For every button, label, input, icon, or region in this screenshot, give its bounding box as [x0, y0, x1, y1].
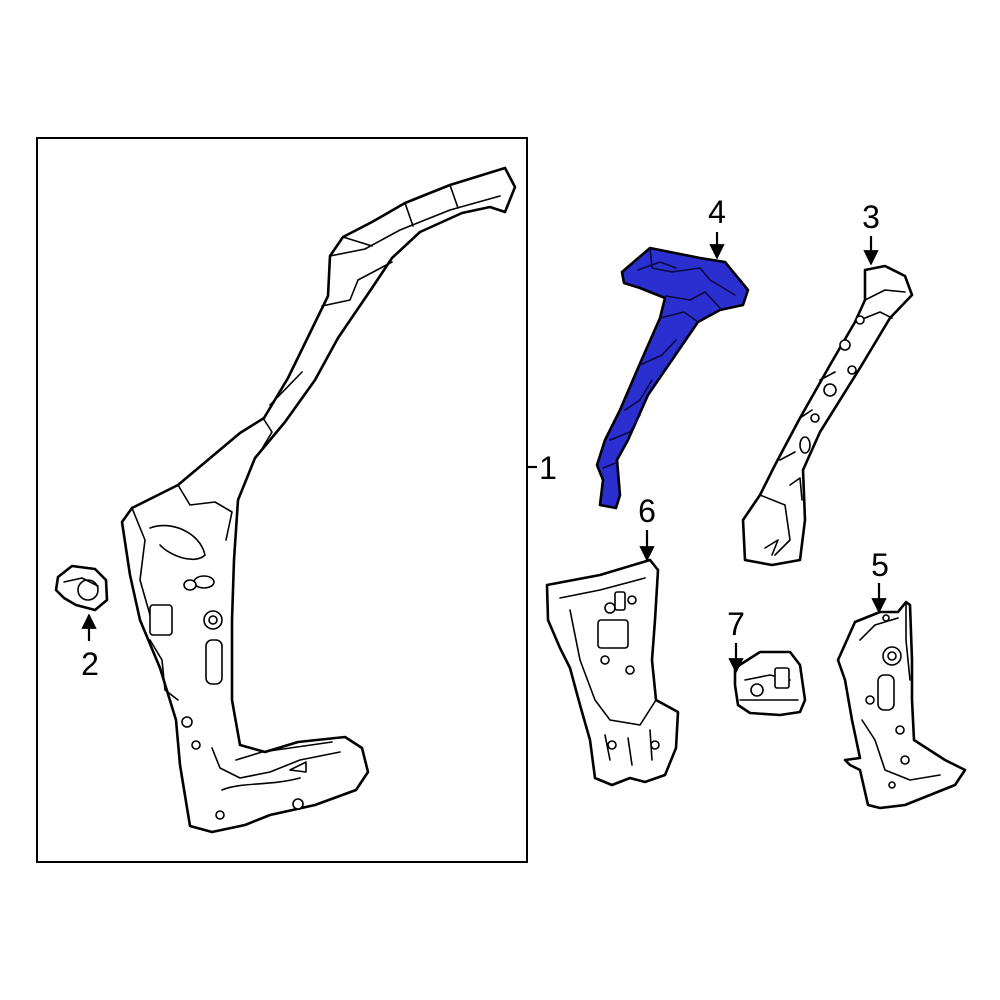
- part-7-bracket[interactable]: [733, 650, 807, 717]
- callout-6-label[interactable]: 6: [638, 493, 656, 529]
- callout-4-label[interactable]: 4: [708, 194, 726, 230]
- callout-2-label[interactable]: 2: [81, 646, 99, 682]
- part-3-pillar-reinforcement[interactable]: [741, 264, 914, 567]
- assembly-frame: [36, 137, 528, 863]
- part-6-hinge-pillar-inner[interactable]: [545, 558, 680, 787]
- callout-1-label[interactable]: 1: [539, 450, 557, 486]
- callout-3-label[interactable]: 3: [862, 199, 880, 235]
- callout-5-label[interactable]: 5: [871, 547, 889, 583]
- part-2-bracket[interactable]: [54, 564, 109, 612]
- part-5-pillar-lower[interactable]: [836, 600, 967, 810]
- part-4-pillar-reinforcement[interactable]: [595, 246, 750, 510]
- callout-7-label[interactable]: 7: [727, 606, 745, 642]
- part-1-pillar-assembly[interactable]: [120, 166, 517, 834]
